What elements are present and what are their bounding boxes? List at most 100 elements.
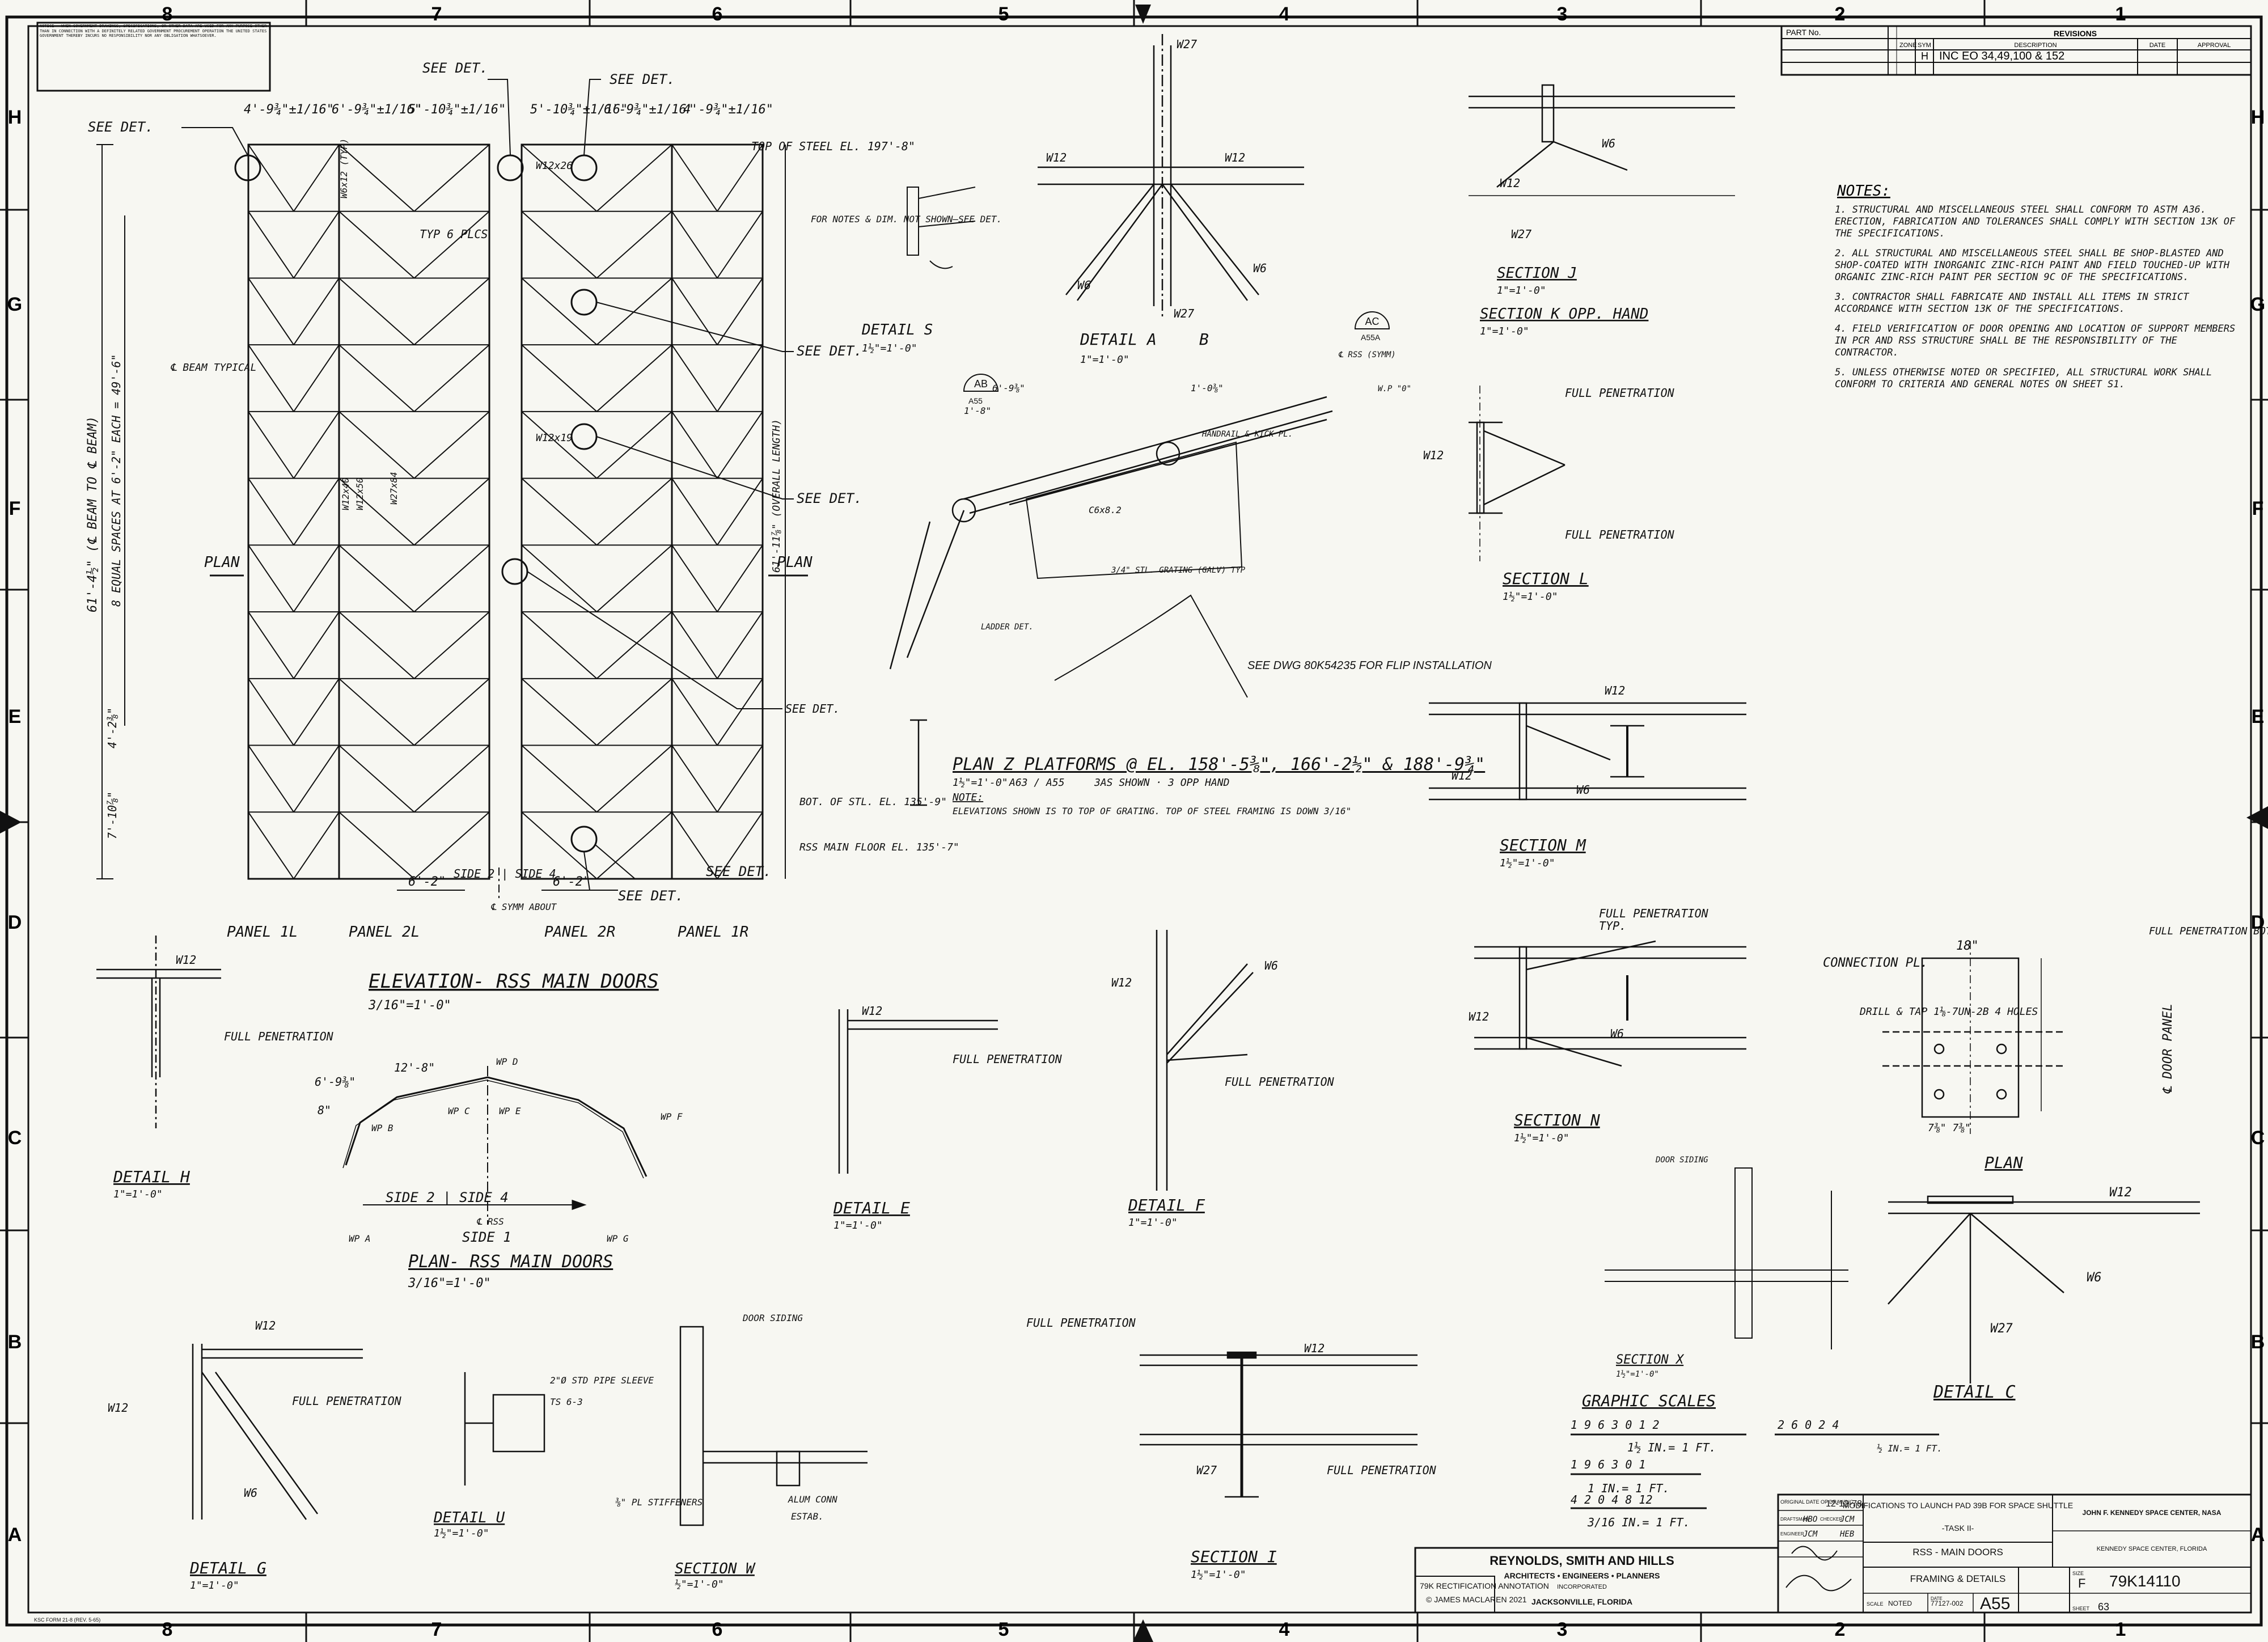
side-labels: SIDE 2 | SIDE 4 xyxy=(454,867,556,881)
detail-f-w12: W12 xyxy=(1111,976,1132,989)
left-center-arrow xyxy=(0,811,22,833)
detail-g-drawing xyxy=(192,1344,363,1520)
elevation-brace xyxy=(596,277,672,345)
section-m-w12-left: W12 xyxy=(1452,769,1472,782)
see-det-label-c2: SEE DET. xyxy=(618,888,684,904)
elevation-brace xyxy=(596,544,672,612)
section-x-drawing xyxy=(1605,1167,1848,1349)
elevation-brace xyxy=(521,611,598,679)
beam-typical: ℄ BEAM TYPICAL xyxy=(170,362,256,374)
elevation-brace xyxy=(717,744,763,812)
zone-row-right-5: C xyxy=(2251,1127,2265,1149)
task-label: -TASK II- xyxy=(1942,1523,1974,1533)
plan-dim-8: 8" xyxy=(318,1103,331,1117)
elevation-brace xyxy=(338,210,415,279)
elevation-labels: 4'-9¾"±1/16" 6'-9¾"±1/16" 5'-10¾"±1/16" … xyxy=(86,60,1002,1013)
elevation-brace xyxy=(413,477,490,546)
detail-g-w12-left: W12 xyxy=(108,1401,128,1415)
connection-pl-label: CONNECTION PL. xyxy=(1823,956,1928,970)
scale-1-label: 1½ IN.= 1 FT. xyxy=(1627,1441,1716,1454)
platform-hand: 3AS SHOWN · 3 OPP HAND xyxy=(1094,777,1229,789)
dim-7-3: 7⅜" 7⅜" xyxy=(1928,1122,1971,1134)
section-l-w12: W12 xyxy=(1423,448,1444,462)
platform-dim-3: 1'-0⅜" xyxy=(1191,383,1224,393)
plan-doors-drawing xyxy=(342,1066,648,1225)
plan-wp-f: WP F xyxy=(661,1111,683,1122)
elevation-brace xyxy=(293,611,340,679)
detail-c-w27: W27 xyxy=(1990,1322,2013,1336)
zone-row-left-7: A xyxy=(8,1524,22,1546)
elevation-brace xyxy=(521,477,598,546)
plan-wp-b: WP B xyxy=(371,1123,393,1133)
platform-plan-drawing xyxy=(889,396,1333,806)
rev-header-zone: ZONE xyxy=(1899,42,1917,49)
elevation-brace xyxy=(248,411,294,479)
designer-label: ENGINEER xyxy=(1780,1531,1804,1537)
elevation-brace xyxy=(717,211,763,279)
detail-a-w6-right: W6 xyxy=(1253,261,1267,275)
graphic-scales: GRAPHIC SCALES 1 9 6 3 0 1 2 1½ IN.= 1 F… xyxy=(1571,1391,1943,1529)
scale-4-label: ½ IN.= 1 FT. xyxy=(1877,1443,1943,1454)
detail-a-w27-bottom: W27 xyxy=(1174,307,1194,320)
elevation-brace xyxy=(413,744,490,813)
section-m-w6: W6 xyxy=(1576,783,1590,797)
section-n-title: SECTION N xyxy=(1514,1111,1600,1129)
elevation-brace xyxy=(671,211,718,279)
plan-doors-labels: 12'-8" 6'-9⅜" 8" SIDE 2 | SIDE 4 SIDE 1 … xyxy=(315,1056,683,1290)
platform-ref: A63 / A55 xyxy=(1009,777,1065,789)
plan-wp-a: WP A xyxy=(349,1233,371,1244)
zone-row-right-2: F xyxy=(2252,498,2264,519)
elevation-brace xyxy=(521,744,598,813)
drawing-title-2: FRAMING & DETAILS xyxy=(1910,1573,2006,1584)
designer: JCM xyxy=(1802,1530,1818,1539)
sheet-label: SHEET xyxy=(2072,1606,2090,1611)
for-notes: FOR NOTES & DIM. NOT SHOWN—SEE DET. xyxy=(811,214,1002,225)
elevation-brace xyxy=(293,744,340,812)
platform-dim-1: 6'-9⅜" xyxy=(992,383,1025,393)
section-n-drawing xyxy=(1474,940,1746,1067)
section-m-drawing xyxy=(1429,702,1746,801)
title-block: 79K RECTIFICATION ANNOTATION © JAMES MAC… xyxy=(1414,1493,2252,1614)
detail-f-drawing xyxy=(1156,930,1254,1191)
elevation-brace xyxy=(293,811,340,879)
top-dim-6: 4'-9¾"±1/16" xyxy=(683,103,773,117)
section-l-fullpen-bot: FULL PENETRATION xyxy=(1565,528,1675,541)
scale-1-ticks: 1 9 6 3 0 1 2 xyxy=(1571,1418,1660,1432)
detail-h-title: DETAIL H xyxy=(113,1167,190,1186)
detail-u-drawing xyxy=(464,1372,545,1486)
elevation-brace xyxy=(596,144,672,212)
platform-note-title: NOTE: xyxy=(952,792,983,803)
detail-c-drawing xyxy=(1888,1195,2200,1383)
note-2: 2. ALL STRUCTURAL AND MISCELLANEOUS STEE… xyxy=(1835,248,2229,283)
sheet-number: 63 xyxy=(2098,1601,2109,1613)
engineer2: HEB xyxy=(1839,1530,1854,1539)
detail-s-title: DETAIL S xyxy=(861,321,933,338)
elevation-brace xyxy=(293,144,340,212)
elevation-brace xyxy=(248,344,294,412)
detail-a-w27-top: W27 xyxy=(1177,37,1197,51)
section-i-fullpen-bot: FULL PENETRATION xyxy=(1327,1463,1437,1477)
firm-incorporated: INCORPORATED xyxy=(1557,1584,1607,1590)
typ-6-plcs: TYP 6 PLCS xyxy=(420,227,488,241)
date-label: DATE xyxy=(1931,1596,1943,1601)
drill-tap-label: DRILL & TAP 1⅛-7UN-2B 4 HOLES xyxy=(1859,1006,2038,1018)
panel-label-1l: PANEL 1L xyxy=(227,924,298,941)
elevation-brace xyxy=(248,277,294,345)
revisions-title: REVISIONS xyxy=(2054,29,2097,38)
zone-row-left-1: G xyxy=(7,294,22,315)
elevation-brace xyxy=(521,544,598,612)
original-date-label: ORIGINAL DATE OF DRAWING xyxy=(1780,1499,1854,1505)
ac-bubble-ref: A55A xyxy=(1361,333,1381,342)
elevation-brace xyxy=(521,144,598,212)
section-l-drawing xyxy=(1469,386,1565,561)
panel-label-1r: PANEL 1R xyxy=(678,924,748,941)
note-1: 1. STRUCTURAL AND MISCELLANEOUS STEEL SH… xyxy=(1835,204,2236,239)
plan-wp-e: WP E xyxy=(499,1106,521,1116)
elevation-brace xyxy=(596,411,672,479)
zone-col-top-1: 7 xyxy=(431,3,442,25)
revisions-block: PART No. REVISIONS ZONE SYM DESCRIPTION … xyxy=(1780,25,2252,76)
elevation-brace xyxy=(413,411,490,479)
section-k-scale: 1"=1'-0" xyxy=(1480,325,1529,337)
section-m-title: SECTION M xyxy=(1500,836,1586,854)
top-of-steel: TOP OF STEEL EL. 197'-8" xyxy=(751,139,915,153)
